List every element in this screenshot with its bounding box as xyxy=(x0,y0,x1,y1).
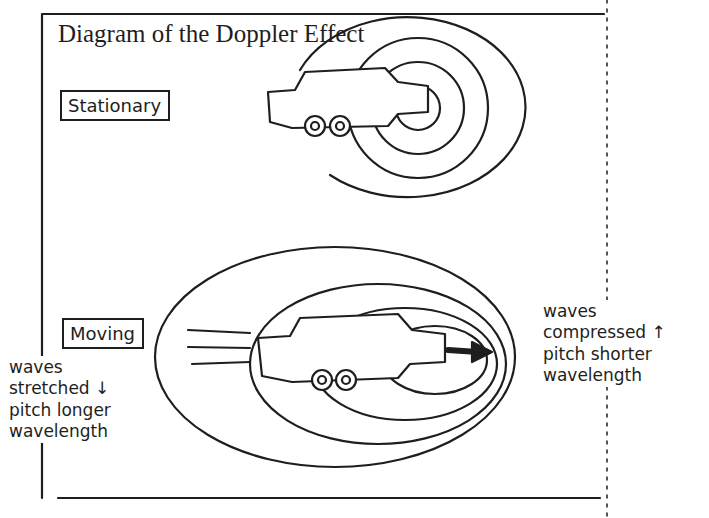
box-text: Stationary xyxy=(68,95,162,116)
stationary-car xyxy=(268,68,428,136)
motion-arrow xyxy=(448,342,492,362)
label-box: Stationary xyxy=(60,90,170,121)
box-text: Moving xyxy=(70,323,136,344)
annotation: waves compressed ↑ pitch shorter wavelen… xyxy=(540,300,686,387)
speed-lines xyxy=(188,330,250,364)
divider xyxy=(606,0,608,518)
moving-waves xyxy=(155,247,515,467)
label-box: Moving xyxy=(62,318,144,349)
annotation: waves stretched ↓ pitch longer wavelengt… xyxy=(6,356,130,443)
diagram-title: Diagram of the Doppler Effect xyxy=(58,20,364,48)
moving-car xyxy=(258,314,445,390)
